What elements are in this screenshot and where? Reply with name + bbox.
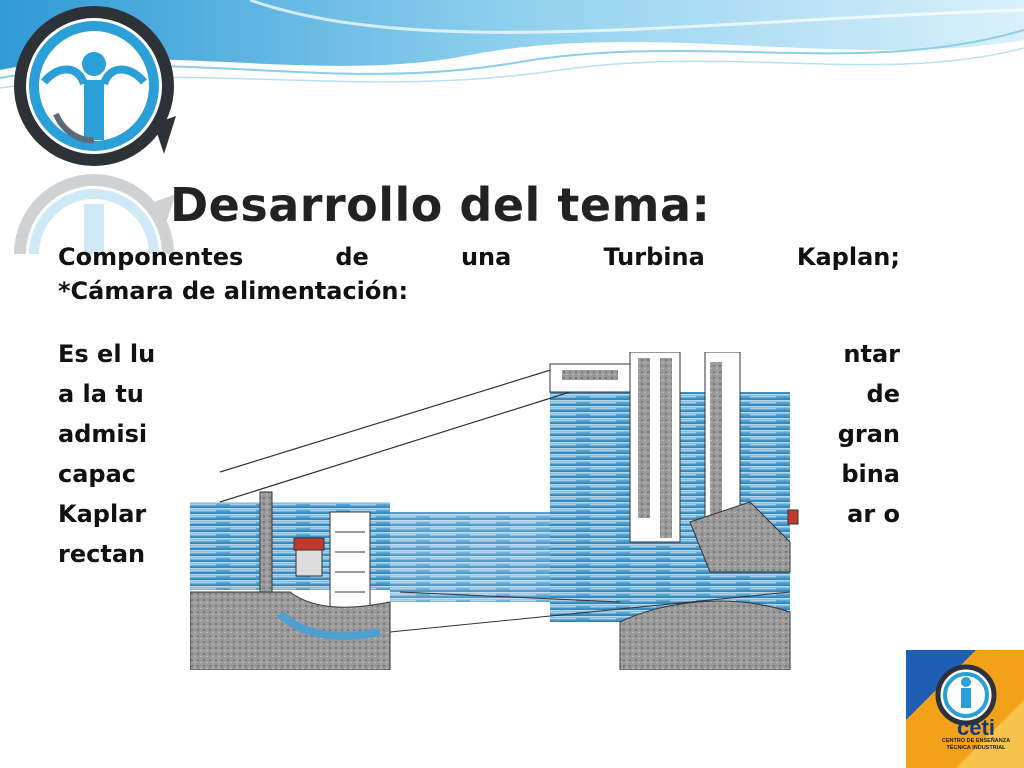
body-paragraph: Es el lu ntar a la tu de admisi gran capac b… — [58, 334, 900, 574]
paragraph-fragment: Es el lu — [58, 340, 156, 368]
paragraph-fragment: rectan — [58, 540, 146, 568]
paragraph-fragment: Kaplar — [58, 500, 147, 528]
subheading-line-2: *Cámara de alimentación: — [58, 277, 409, 305]
slide-title: Desarrollo del tema: — [170, 178, 711, 232]
ceti-word: ceti — [957, 715, 995, 740]
subheading-line-1: Componentes de una Turbina Kaplan; — [58, 240, 900, 274]
paragraph-fragment: ntar — [843, 340, 900, 368]
ceti-badge-text: ceti CENTRO DE ENSEÑANZA TÉCNICA INDUSTR… — [928, 715, 1024, 752]
paragraph-line: Kaplar ar o — [58, 494, 900, 534]
paragraph-line: admisi gran — [58, 414, 900, 454]
ceti-subtitle-1: CENTRO DE ENSEÑANZA — [941, 738, 1011, 744]
paragraph-fragment: de — [866, 380, 900, 408]
paragraph-fragment: admisi — [58, 420, 148, 448]
ceti-subtitle-2: TÉCNICA INDUSTRIAL — [946, 745, 1006, 751]
paragraph-fragment: a la tu — [58, 380, 144, 408]
subheading-word: Kaplan; — [796, 243, 900, 271]
subheading-word: una — [460, 243, 512, 271]
ceti-badge-icon — [906, 650, 1024, 768]
paragraph-line: a la tu de — [58, 374, 900, 414]
paragraph-line: Es el lu ntar — [58, 334, 900, 374]
subheading-word: Componentes — [58, 243, 244, 271]
paragraph-fragment: capac — [58, 460, 137, 488]
subheading-word: de — [335, 243, 369, 271]
paragraph-fragment: gran — [837, 420, 900, 448]
kaplan-turbine-diagram — [190, 352, 802, 670]
ceti-emblem-icon — [14, 6, 176, 254]
paragraph-fragment: bina — [841, 460, 900, 488]
paragraph-line: rectan — [58, 534, 900, 574]
subheading: Componentes de una Turbina Kaplan; *Cáma… — [58, 240, 900, 308]
paragraph-line: capac bina — [58, 454, 900, 494]
top-wave-decoration — [0, 0, 1024, 89]
paragraph-fragment: ar o — [847, 500, 900, 528]
subheading-word: Turbina — [603, 243, 705, 271]
